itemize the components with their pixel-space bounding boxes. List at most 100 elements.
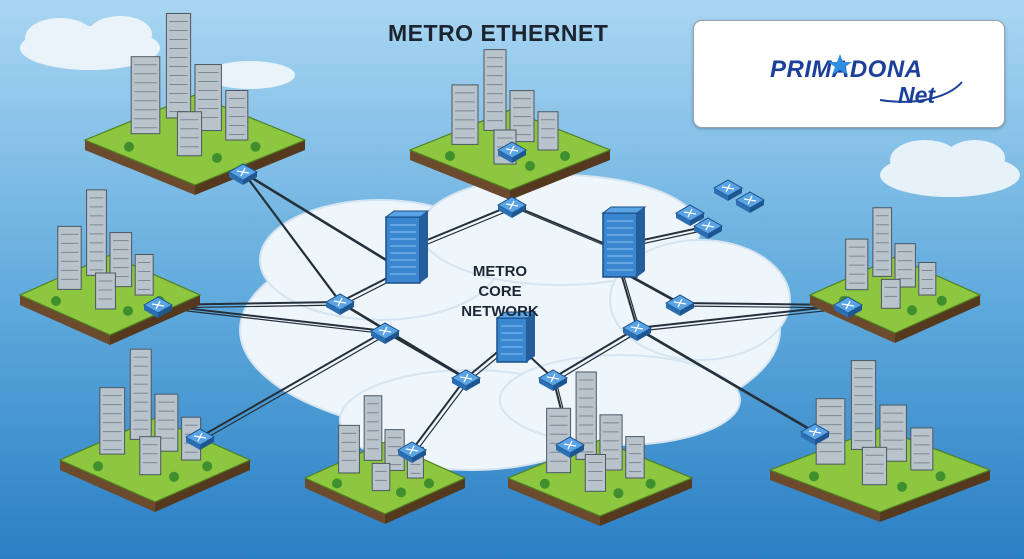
switch-icon [227, 163, 259, 185]
tree-icon [445, 151, 455, 161]
switch-icon [664, 294, 696, 316]
network-link [619, 269, 638, 329]
tree-icon [539, 478, 550, 489]
network-link [245, 174, 407, 274]
network-link [157, 304, 386, 332]
switch-icon [712, 179, 744, 201]
network-link [202, 333, 389, 441]
core-network-label: METRO CORE NETWORK [450, 262, 550, 322]
switch-icon [496, 196, 528, 218]
network-link [411, 377, 467, 451]
switch-icon [396, 441, 428, 463]
network-link [552, 327, 638, 379]
network-link [414, 380, 470, 454]
switch-icon [674, 204, 706, 226]
diagram-title: METRO ETHERNET [388, 20, 609, 46]
tree-icon [93, 461, 103, 472]
switch-icon [554, 436, 586, 458]
building-icon [225, 90, 249, 141]
tree-icon [124, 141, 134, 152]
building-icon [910, 427, 934, 471]
building-icon [134, 254, 154, 296]
building-icon [483, 49, 507, 131]
tree-icon [396, 487, 406, 498]
tree-icon [560, 151, 570, 161]
network-link [555, 330, 641, 382]
core-label-line2: NETWORK [461, 303, 539, 320]
building-icon [584, 454, 607, 492]
building-icon [451, 84, 479, 145]
core-label-line1: METRO CORE [472, 263, 528, 300]
building-icon [86, 189, 107, 276]
core-router-center [495, 311, 537, 363]
switch-icon [734, 191, 766, 213]
network-link [511, 204, 621, 251]
tree-icon [613, 488, 624, 499]
switch-icon [324, 293, 356, 315]
tree-icon [202, 461, 213, 472]
building-icon [338, 424, 360, 474]
network-link [639, 307, 852, 332]
building-icon [139, 436, 162, 476]
tree-icon [525, 161, 535, 171]
building-icon [99, 387, 126, 455]
switch-icon [799, 423, 831, 445]
tree-icon [332, 478, 342, 489]
switch-icon [450, 369, 482, 391]
switch-icon [537, 369, 569, 391]
building-icon [176, 111, 203, 157]
switch-icon [692, 217, 724, 239]
building-icon [918, 261, 937, 296]
tree-icon [897, 481, 907, 492]
network-link [245, 174, 344, 306]
building-icon [363, 395, 383, 461]
building-icon [95, 272, 116, 310]
switch-icon [832, 296, 864, 318]
building-icon [872, 207, 893, 277]
tree-icon [169, 471, 179, 482]
core-tower-right [601, 206, 647, 278]
tree-icon [424, 478, 434, 489]
switch-icon [142, 296, 174, 318]
network-link [639, 330, 819, 436]
building-icon [879, 404, 907, 462]
city-tile-northwest [83, 12, 307, 195]
tree-icon [936, 295, 947, 306]
building-icon [861, 446, 888, 486]
switch-icon [369, 322, 401, 344]
switch-icon [184, 428, 216, 450]
building-icon [129, 348, 152, 440]
city-tile-north [408, 49, 612, 200]
network-link [242, 171, 341, 303]
building-icon [845, 238, 869, 291]
switch-icon [621, 319, 653, 341]
core-nodes [384, 206, 647, 363]
tree-icon [809, 471, 819, 482]
city-tile-south-left [303, 395, 467, 524]
tree-icon [935, 471, 946, 482]
core-tower-left [384, 210, 430, 284]
tree-icon [645, 478, 656, 489]
brand-logo-name: PRIMADONA [770, 56, 923, 83]
network-link [636, 327, 816, 433]
tree-icon [212, 153, 222, 163]
brand-logo-suffix: Net [898, 82, 936, 108]
switch-icon [496, 141, 528, 163]
network-link [242, 171, 404, 271]
network-switches [142, 141, 864, 463]
network-link [160, 307, 389, 335]
network-link [199, 330, 386, 438]
network-link [636, 304, 849, 329]
building-icon [371, 462, 391, 492]
building-icon [537, 111, 559, 151]
tree-icon [51, 296, 61, 306]
building-icon [894, 243, 916, 288]
sky-clouds [20, 16, 1020, 197]
network-link [387, 333, 470, 382]
building-icon [880, 278, 901, 309]
building-icon [625, 436, 645, 479]
network-link [384, 330, 467, 379]
tree-icon [123, 306, 133, 316]
tree-icon [250, 141, 261, 152]
